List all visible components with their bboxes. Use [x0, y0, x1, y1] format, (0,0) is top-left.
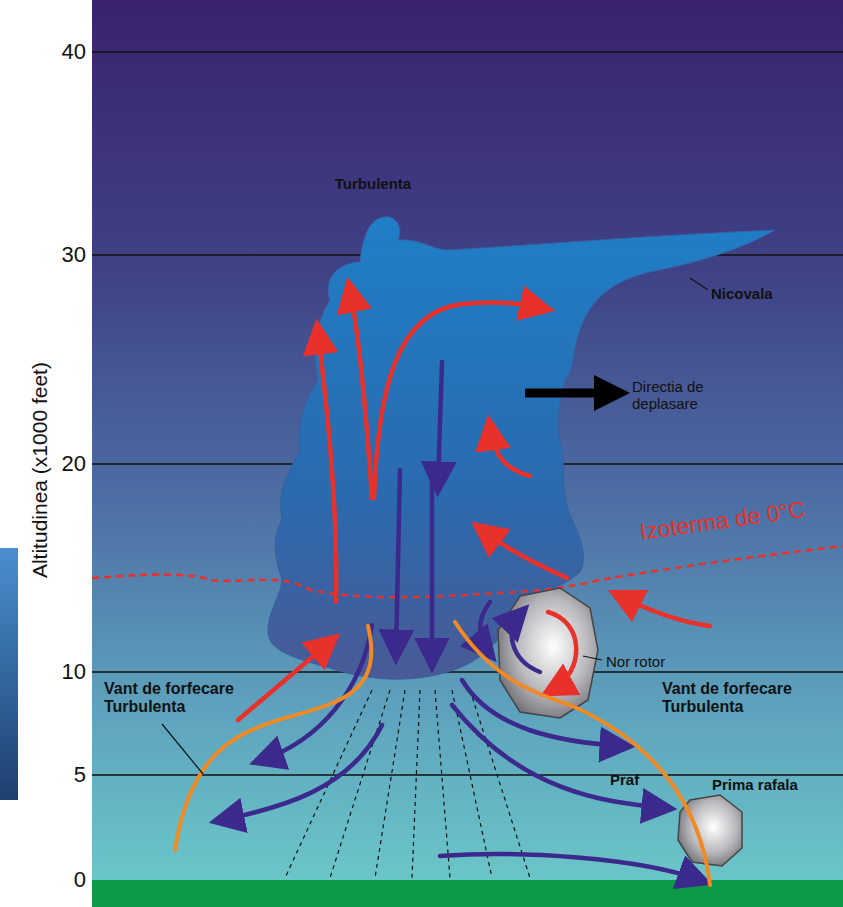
axis-tick: 30: [62, 242, 86, 267]
axis-tick: 40: [62, 39, 86, 64]
freezing-isotherm: [92, 546, 843, 597]
dust-label: Praf: [610, 771, 639, 788]
rotor-label: Nor rotor: [606, 653, 665, 670]
axis-tick: 0: [74, 867, 86, 892]
leader-line: [162, 724, 203, 774]
sky-background: [92, 0, 843, 907]
downdraft-arrows: [222, 362, 700, 880]
photo-edge: [0, 548, 18, 800]
axis-tick: 10: [62, 659, 86, 684]
rain-streaks: [285, 690, 530, 878]
leader-line: [690, 278, 708, 290]
anvil-label: Nicovala: [711, 285, 773, 302]
leader-line: [583, 656, 602, 660]
updraft-arrows: [238, 290, 710, 720]
axis-tick: 5: [74, 762, 86, 787]
ground: [92, 880, 843, 907]
turbulence-label: Turbulenta: [335, 175, 411, 192]
axis-title: Altitudinea (x1000 feet): [28, 362, 52, 578]
wind-shear-lines: [175, 622, 710, 885]
altitude-gridlines: [92, 52, 843, 775]
shear-label: Vant de forfecare Turbulenta: [662, 680, 822, 717]
axis-tick: 20: [62, 451, 86, 476]
direction-label: Directia de deplasare: [632, 378, 744, 413]
direction-arrow: [525, 389, 612, 398]
gust-front-label: Prima rafala: [712, 776, 798, 793]
shear-label: Vant de forfecare Turbulenta: [104, 680, 264, 717]
